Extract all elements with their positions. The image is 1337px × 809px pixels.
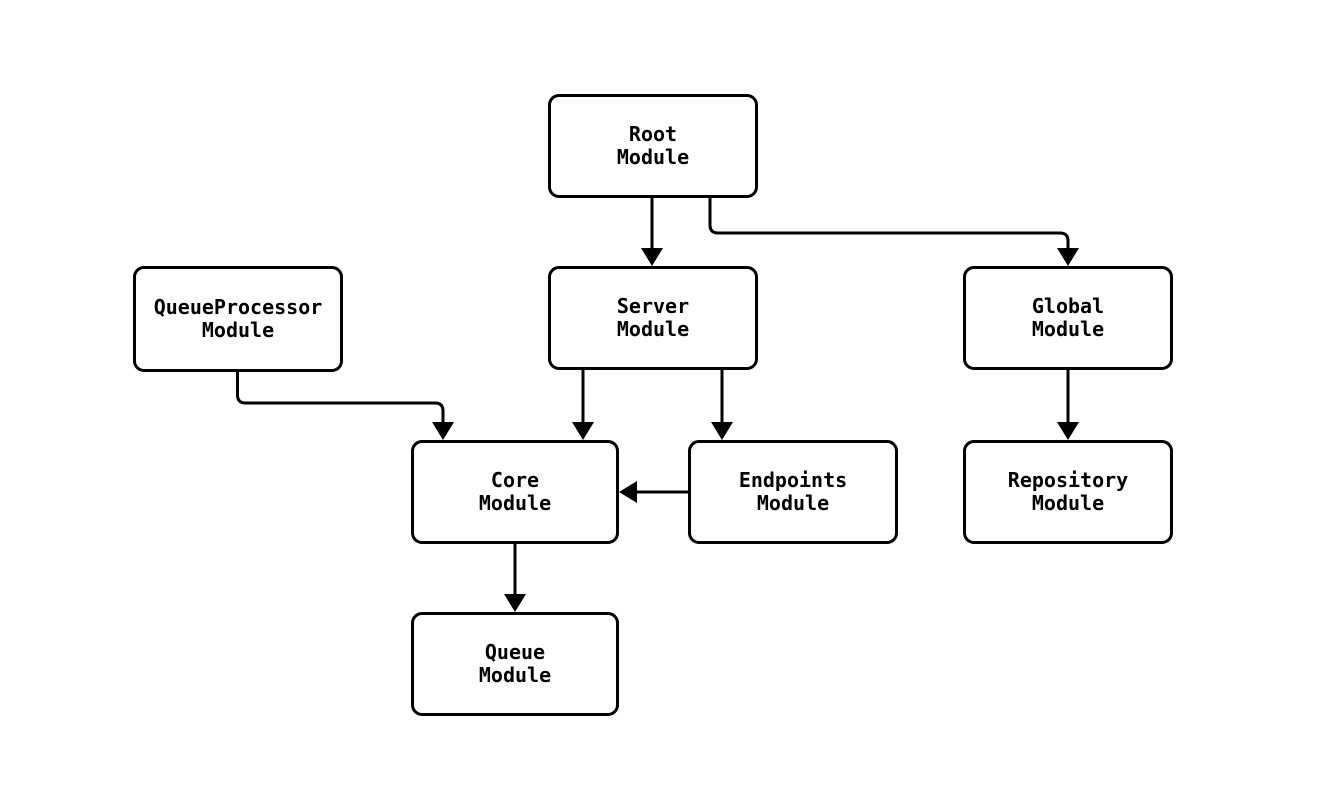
edge-server-to-endpoints xyxy=(711,370,733,440)
node-label-line: Repository xyxy=(1007,468,1129,492)
edge-endpoints-to-core xyxy=(619,481,688,503)
node-label-line: Server xyxy=(616,294,690,318)
node-label-line: Module xyxy=(1031,317,1105,341)
node-label-line: Root xyxy=(628,122,678,146)
edge-queueprocessor-to-core xyxy=(236,372,454,440)
edge-root-to-server xyxy=(641,198,663,266)
node-label-line: QueueProcessor xyxy=(153,295,323,319)
node-label-line: Module xyxy=(756,491,830,515)
node-endpoints-module: Endpoints Module xyxy=(688,440,898,544)
arrowhead-left-icon xyxy=(619,481,637,503)
edge-core-to-queue xyxy=(504,544,526,612)
node-core-module: Core Module xyxy=(411,440,619,544)
node-root-module: Root Module xyxy=(548,94,758,198)
node-label-line: Module xyxy=(1031,491,1105,515)
node-global-module: Global Module xyxy=(963,266,1173,370)
arrowhead-down-icon xyxy=(641,248,663,266)
node-label-line: Module xyxy=(478,663,552,687)
edge-global-to-repository xyxy=(1057,370,1079,440)
node-server-module: Server Module xyxy=(548,266,758,370)
node-label-line: Queue xyxy=(484,640,546,664)
node-repository-module: Repository Module xyxy=(963,440,1173,544)
arrowhead-down-icon xyxy=(711,422,733,440)
node-label-line: Module xyxy=(616,145,690,169)
node-label-line: Global xyxy=(1031,294,1105,318)
arrowhead-down-icon xyxy=(432,422,454,440)
node-label-line: Module xyxy=(616,317,690,341)
edge-server-to-core xyxy=(572,370,594,440)
node-label-line: Endpoints xyxy=(738,468,848,492)
arrowhead-down-icon xyxy=(572,422,594,440)
arrowhead-down-icon xyxy=(1057,422,1079,440)
arrowhead-down-icon xyxy=(1057,248,1079,266)
arrowhead-down-icon xyxy=(504,594,526,612)
node-label-line: Core xyxy=(490,468,540,492)
node-label-line: Module xyxy=(201,318,275,342)
node-label-line: Module xyxy=(478,491,552,515)
edge-root-to-global xyxy=(708,198,1079,266)
node-queueprocessor-module: QueueProcessor Module xyxy=(133,266,343,372)
node-queue-module: Queue Module xyxy=(411,612,619,716)
